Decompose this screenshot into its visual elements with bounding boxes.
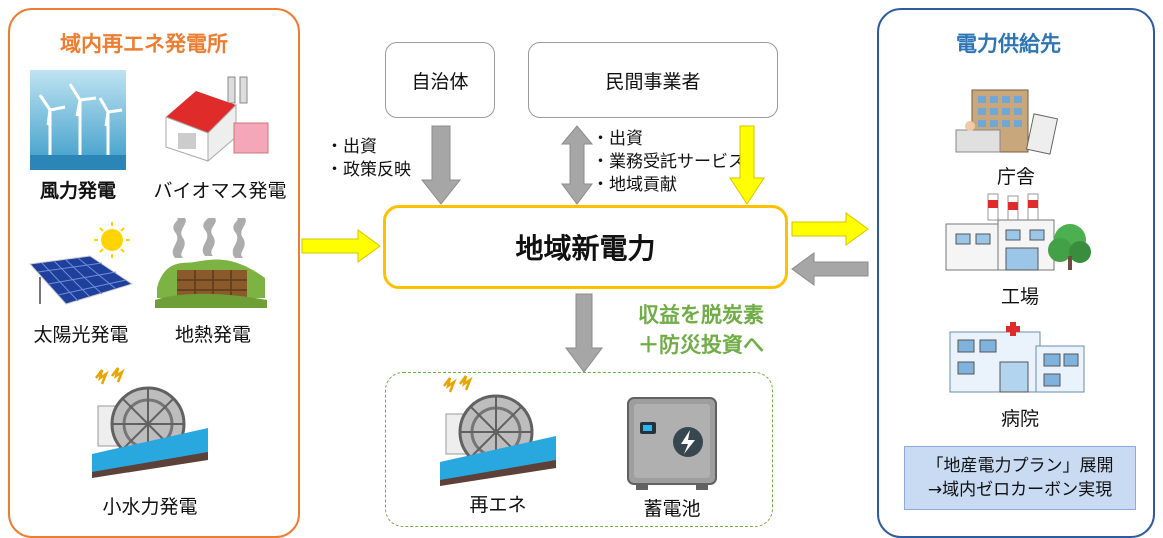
office-building-icon [955, 89, 1059, 155]
private-to-center-yellow-arrow [729, 125, 765, 205]
wind-label: 風力発電 [39, 180, 116, 202]
profit-note: 収益を脱炭素 ＋防災投資へ [600, 300, 764, 360]
small-hydro-label: 小水力発電 [102, 496, 198, 518]
private-note-3: ・地域貢献 [592, 175, 677, 195]
local-gov-note-2: ・政策反映 [326, 160, 411, 180]
profit-note-line-1: 収益を脱炭素 [638, 303, 764, 327]
hospital-icon [949, 322, 1085, 393]
factory-icon [945, 193, 1091, 271]
flow-arrows [301, 125, 869, 373]
battery-icon [627, 397, 717, 490]
solar-label: 太陽光発電 [33, 324, 129, 346]
wind-turbine-icon [30, 70, 126, 170]
solar-panel-icon [28, 222, 134, 305]
factory-label: 工場 [1000, 286, 1039, 308]
private-note-1: ・出資 [592, 129, 643, 149]
local-gov-notes: ・出資 ・政策反映 [326, 136, 411, 182]
hospital-label: 病院 [1000, 408, 1039, 430]
private-note-2: ・業務受託サービス [592, 152, 745, 172]
plan-line-2: →域内ゼロカーボン実現 [927, 480, 1113, 500]
gov-to-center-arrow [420, 125, 462, 205]
right-to-center-arrow [791, 252, 869, 286]
center-to-right-arrow [791, 212, 869, 246]
left-to-center-arrow [301, 229, 381, 263]
center-to-bottom-arrow [565, 293, 603, 373]
local-gov-note-1: ・出資 [326, 137, 377, 157]
biomass-label: バイオマス発電 [153, 180, 287, 202]
local-power-plan-box: 「地産電力プラン」展開 →域内ゼロカーボン実現 [904, 446, 1136, 510]
office-label: 庁舎 [996, 166, 1035, 188]
regional-power-company: 地域新電力 [383, 205, 788, 289]
local-gov-box: 自治体 [385, 42, 495, 118]
private-operator-box: 民間事業者 [528, 42, 778, 118]
profit-note-line-2: ＋防災投資へ [638, 333, 764, 357]
water-wheel-icon [92, 367, 208, 478]
geothermal-plant-icon [155, 218, 267, 308]
renewable-label: 再エネ [469, 494, 527, 516]
private-notes: ・出資 ・業務受託サービス ・地域貢献 [592, 128, 745, 197]
renewable-water-wheel-icon [440, 375, 556, 486]
biomass-plant-icon [165, 76, 269, 163]
geothermal-label: 地熱発電 [174, 324, 251, 346]
left-panel-title: 域内再エネ発電所 [60, 32, 228, 56]
battery-label: 蓄電池 [643, 498, 701, 520]
right-panel-title: 電力供給先 [956, 32, 1061, 56]
private-center-double-arrow [560, 125, 594, 205]
plan-line-1: 「地産電力プラン」展開 [926, 456, 1114, 476]
